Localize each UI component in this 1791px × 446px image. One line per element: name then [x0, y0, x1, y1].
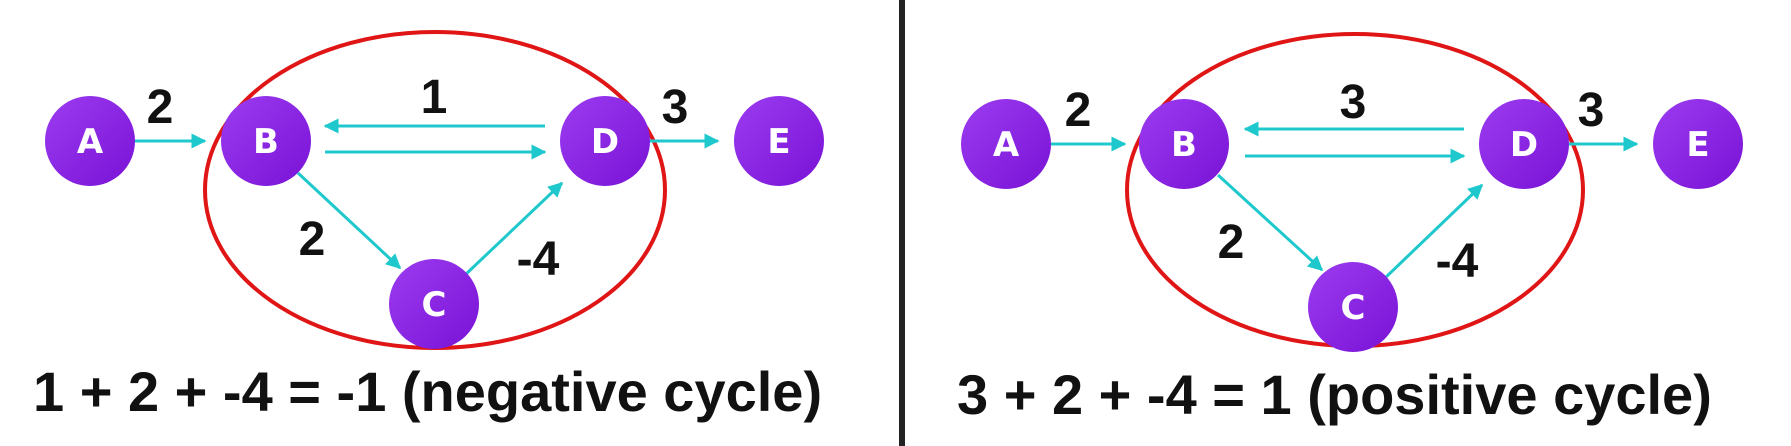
weight-c-d: -4: [1436, 235, 1479, 288]
svg-text:E: E: [1686, 125, 1709, 165]
weight-b-c: 2: [299, 213, 326, 266]
weight-a-b: 2: [147, 81, 174, 134]
node-e: E: [734, 96, 824, 186]
edge-c-d: [1383, 183, 1484, 280]
node-e: E: [1653, 99, 1743, 189]
cycle-equation: 1 + 2 + -4 = -1 (negative cycle): [33, 360, 822, 423]
svg-text:E: E: [767, 122, 790, 162]
weight-d-e: 3: [662, 81, 689, 134]
svg-text:B: B: [1171, 125, 1197, 165]
panel-negative-cycle: A B D E C 2 1 2 -4 3 1 + 2 + -4 = -1 (ne…: [33, 30, 824, 423]
weight-d-e: 3: [1578, 84, 1605, 137]
edge-b-c: [296, 171, 402, 270]
svg-text:C: C: [1341, 288, 1366, 328]
svg-text:D: D: [1510, 125, 1538, 165]
svg-text:D: D: [591, 122, 619, 162]
weight-b-c: 2: [1218, 216, 1245, 269]
svg-text:B: B: [253, 122, 279, 162]
svg-text:A: A: [993, 125, 1020, 165]
weight-a-b: 2: [1065, 84, 1092, 137]
weight-b-d: 1: [421, 71, 448, 124]
svg-text:A: A: [77, 122, 104, 162]
node-c: C: [1308, 262, 1398, 352]
panel-positive-cycle: A B D E C 2 3 2 -4 3 3 + 2 + -4 = 1 (pos…: [957, 32, 1743, 426]
edge-b-c: [1216, 173, 1324, 272]
weight-b-d: 3: [1340, 76, 1367, 129]
edge-c-d: [463, 181, 564, 277]
node-b: B: [1139, 99, 1229, 189]
node-b: B: [221, 96, 311, 186]
node-c: C: [389, 259, 479, 349]
node-a: A: [45, 96, 135, 186]
node-d: D: [560, 96, 650, 186]
cycle-equation: 3 + 2 + -4 = 1 (positive cycle): [957, 363, 1712, 426]
node-a: A: [961, 99, 1051, 189]
svg-text:C: C: [422, 285, 447, 325]
weight-c-d: -4: [517, 233, 560, 286]
node-d: D: [1479, 99, 1569, 189]
